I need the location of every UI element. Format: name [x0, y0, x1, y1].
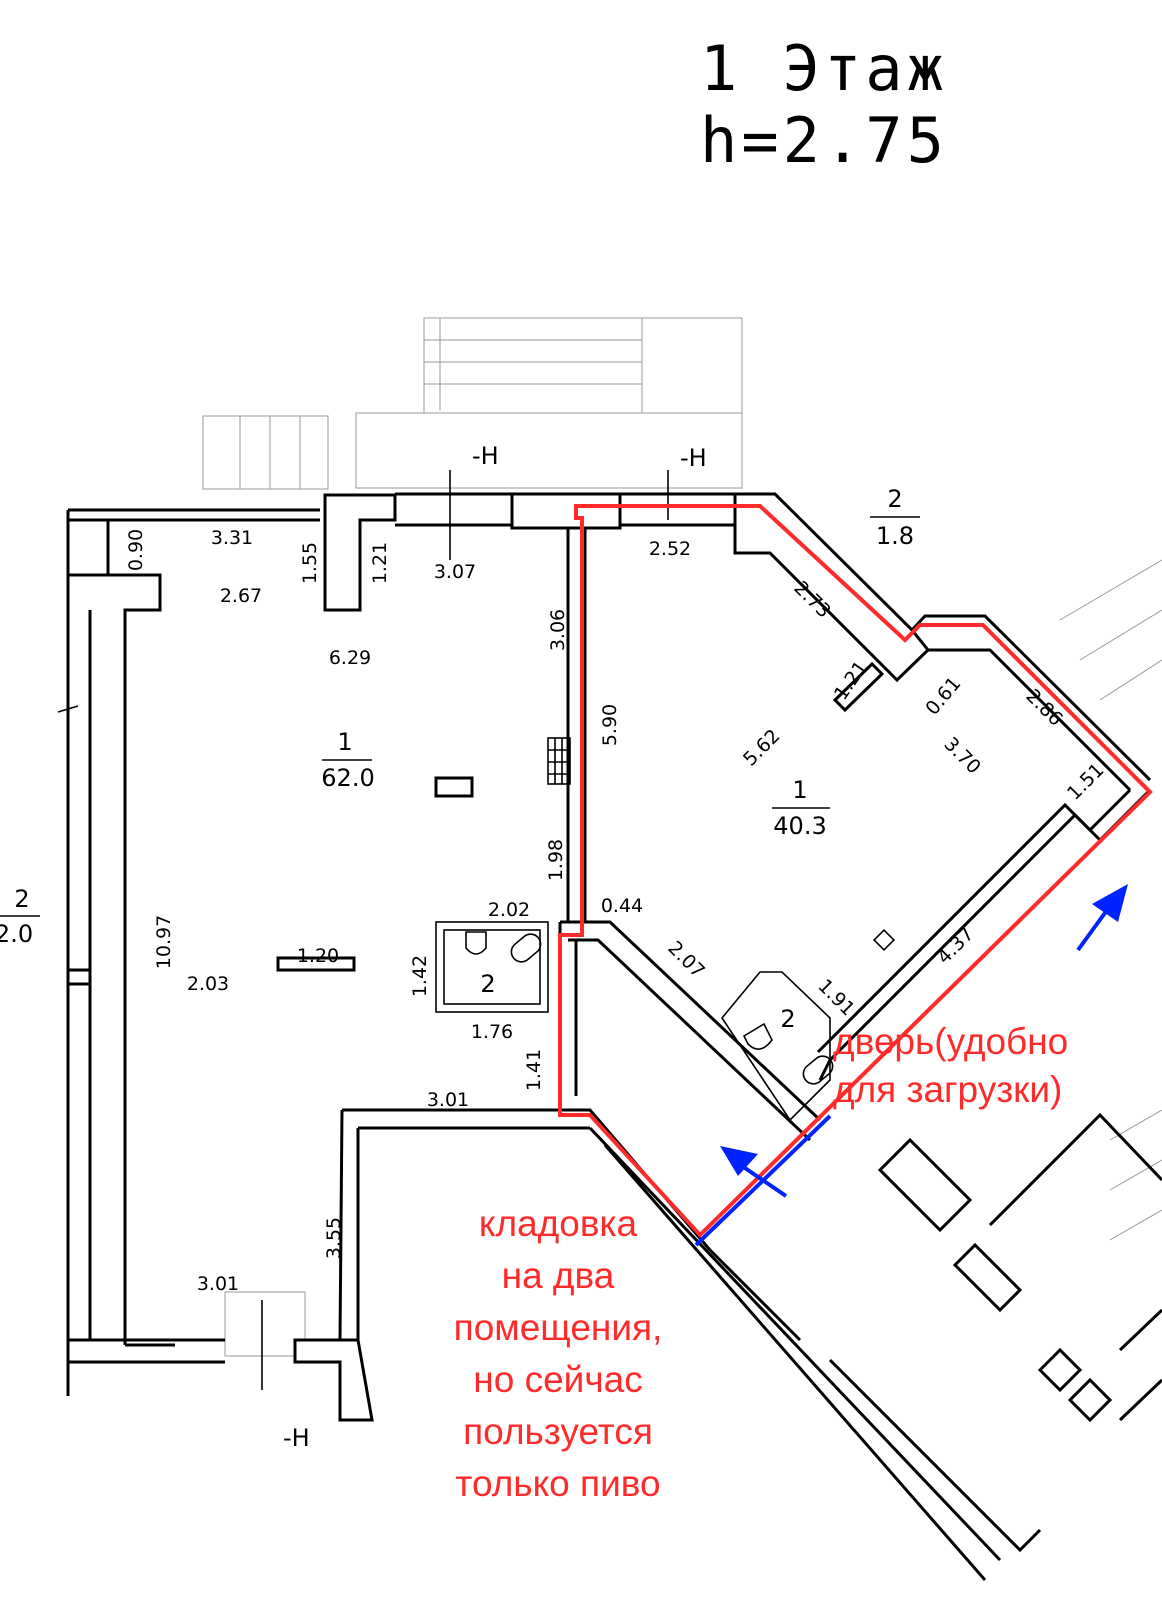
room-top-right-number: 2 — [887, 485, 902, 513]
room-right-number: 1 — [792, 776, 807, 804]
storage-note-line: только пиво — [455, 1463, 660, 1504]
dim-label: 2.52 — [649, 538, 691, 560]
storage-note-line: пользуется — [463, 1411, 653, 1452]
storage-note-line: но сейчас — [473, 1359, 642, 1400]
arrow-icon — [720, 1146, 788, 1198]
door-note-line: дверь(удобно — [833, 1021, 1068, 1062]
room-far-left-number: 2 — [14, 885, 29, 913]
room-wc-left-number: 2 — [480, 970, 495, 998]
dim-label: 2.07 — [664, 937, 709, 982]
storage-note-line: на два — [502, 1255, 615, 1296]
dim-label: 3.70 — [940, 733, 985, 778]
room-top-right-area: 1.8 — [876, 522, 914, 550]
dim-label: 3.31 — [211, 527, 253, 549]
room-left-area: 62.0 — [321, 764, 374, 792]
dim-label: 3.01 — [427, 1089, 469, 1111]
dim-label: 0.90 — [125, 529, 147, 571]
premises-outline — [558, 504, 1153, 1238]
dim-label: 5.90 — [599, 704, 621, 746]
floor-title: 1 Этаж — [700, 32, 948, 105]
dim-label: 1.20 — [297, 945, 339, 967]
dim-label: 0.61 — [921, 673, 965, 720]
room-far-left-area: 2.0 — [0, 920, 33, 948]
door-note-line: для загрузки) — [833, 1069, 1062, 1110]
dim-label: 1.41 — [523, 1049, 545, 1091]
door-note: дверь(удобно для загрузки) — [833, 1021, 1068, 1110]
dim-label: 1.21 — [369, 542, 391, 584]
room-labels: 1 62.0 1 40.3 2 1.8 2 2.0 2 2 — [0, 485, 920, 1033]
porch-outlines — [202, 317, 1162, 1357]
level-markers: -H -H -H — [283, 442, 707, 1452]
arrow-icon — [1076, 884, 1128, 952]
storage-note-line: помещения, — [454, 1307, 663, 1348]
dim-label: 1.42 — [409, 955, 431, 997]
room-wc-right-number: 2 — [780, 1005, 795, 1033]
room-left-number: 1 — [337, 728, 352, 756]
dim-label: 1.51 — [1063, 759, 1108, 804]
dim-label: 1.91 — [814, 975, 859, 1020]
dim-label: 2.67 — [220, 585, 262, 607]
dim-label: 2.03 — [187, 973, 229, 995]
storage-note-line: кладовка — [479, 1203, 638, 1244]
dim-label: 1.76 — [471, 1021, 513, 1043]
walls — [57, 470, 1162, 1581]
dim-label: 5.62 — [739, 725, 784, 770]
room-right-area: 40.3 — [773, 812, 826, 840]
ceiling-height: h=2.75 — [700, 104, 948, 177]
dim-label: 6.29 — [329, 647, 371, 669]
dim-label: 1.55 — [299, 542, 321, 584]
dim-label: 3.01 — [197, 1273, 239, 1295]
level-marker: -H — [283, 1424, 310, 1452]
storage-note: кладовка на два помещения, но сейчас пол… — [454, 1203, 663, 1504]
dim-label: 1.98 — [545, 839, 567, 881]
dim-label: 3.07 — [434, 561, 476, 583]
dim-label: 0.44 — [601, 895, 643, 917]
level-marker: -H — [680, 444, 707, 472]
dim-label: 10.97 — [153, 915, 175, 969]
dim-label: 3.06 — [547, 609, 569, 651]
level-marker: -H — [472, 442, 499, 470]
dim-label: 2.02 — [488, 899, 530, 921]
dim-label: 3.55 — [323, 1217, 345, 1259]
